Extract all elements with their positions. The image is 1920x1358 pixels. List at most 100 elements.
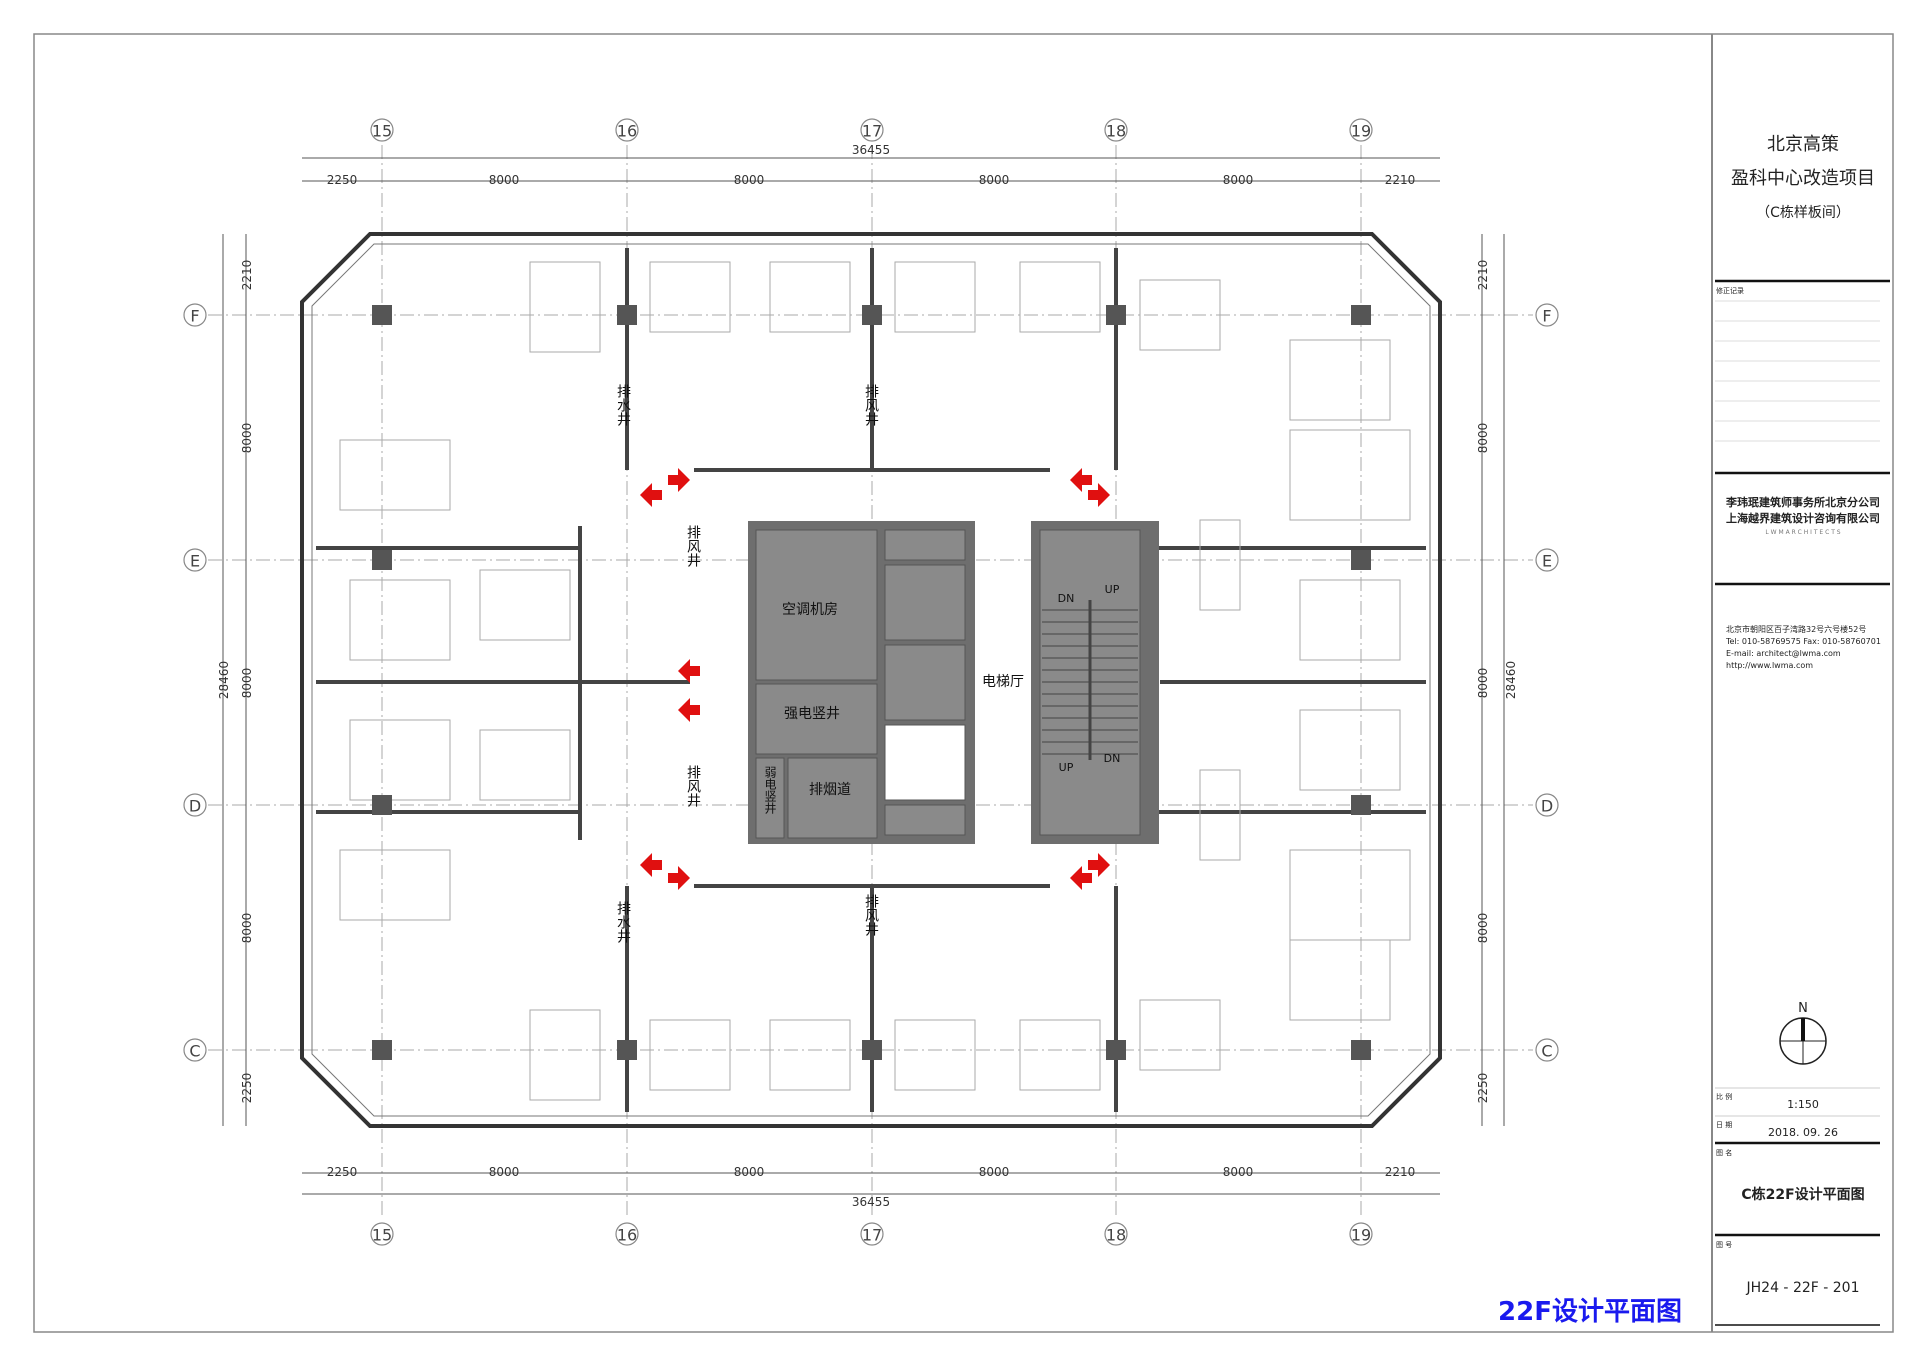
dimension-segment: 8000 — [1223, 173, 1254, 187]
dimension-segment: 2210 — [1385, 173, 1416, 187]
dimension-segment: 8000 — [489, 1165, 520, 1179]
dimension-segment: 2210 — [240, 260, 254, 291]
room-label-exhaust-shaft: 排风井 — [685, 525, 701, 568]
red-arrow-icon — [1070, 468, 1092, 492]
red-arrow-icon — [678, 698, 700, 722]
revision-label: 修正记录 — [1716, 286, 1744, 295]
axis-label-row: D — [189, 797, 201, 816]
axis-label-col: 17 — [862, 1226, 882, 1245]
building-inner-outline — [311, 243, 1431, 1117]
dimension-total: 28460 — [217, 661, 231, 699]
title-block-lines — [1715, 279, 1890, 1326]
axis-label-col: 16 — [617, 122, 637, 141]
plan-title-label: 22F设计平面图 — [1498, 1297, 1682, 1327]
date-label: 日 期 — [1716, 1121, 1732, 1129]
dimension-lines — [222, 157, 1505, 1195]
red-arrow-icon — [1088, 483, 1110, 507]
red-arrow-icon — [640, 853, 662, 877]
address: 北京市朝阳区百子湾路32号六号楼52号 — [1726, 624, 1866, 634]
room-label-elevator-lobby: 电梯厅 — [982, 674, 1024, 690]
sheet-border — [33, 33, 1894, 1333]
north-arrow: N — [1779, 1001, 1827, 1065]
axis-label-row: C — [189, 1042, 200, 1061]
dimension-total: 28460 — [1504, 661, 1518, 699]
room-label-drain-shaft: 排水井 — [615, 384, 631, 427]
drawing-number-label: 图 号 — [1716, 1241, 1732, 1249]
columns — [372, 305, 1371, 1060]
axis-label-col: 17 — [862, 122, 882, 141]
dimension-segment: 2250 — [240, 1073, 254, 1104]
dimension-segment: 8000 — [1476, 668, 1490, 699]
axis-label-col: 19 — [1351, 1226, 1371, 1245]
dimension-segment: 8000 — [734, 173, 765, 187]
axis-label-row: D — [1541, 797, 1553, 816]
furniture — [339, 261, 1411, 1101]
core-stair — [1031, 521, 1159, 844]
room-label-power-shaft: 强电竖井 — [784, 706, 840, 722]
axis-label-col: 19 — [1351, 122, 1371, 141]
stair-label-up: UP — [1059, 761, 1074, 774]
axis-label-row: F — [1542, 307, 1551, 326]
dimension-segment: 2250 — [327, 173, 358, 187]
room-label-exhaust-shaft: 排风井 — [863, 894, 879, 937]
email: E-mail: architect@lwma.com — [1726, 649, 1841, 658]
building-outline — [300, 232, 1442, 1128]
red-arrow-icon — [678, 659, 700, 683]
project-name-line1: 北京高策 — [1767, 134, 1839, 155]
unit-walls — [316, 248, 1426, 1112]
axis-label-row: C — [1541, 1042, 1552, 1061]
date-value: 2018. 09. 26 — [1768, 1126, 1838, 1139]
dimension-segment: 8000 — [979, 173, 1010, 187]
dimension-segment: 2250 — [327, 1165, 358, 1179]
dimension-segment: 2210 — [1476, 260, 1490, 291]
company-line2: 上海越界建筑设计咨询有限公司 — [1726, 511, 1880, 525]
room-label-smoke-exhaust: 排烟道 — [809, 782, 851, 798]
axis-label-col: 18 — [1106, 122, 1126, 141]
company-line1: 李玮珉建筑师事务所北京分公司 — [1725, 495, 1880, 509]
stair-label-dn: DN — [1058, 592, 1075, 605]
dimension-segment: 8000 — [1476, 913, 1490, 944]
dimension-segment: 2250 — [1476, 1073, 1490, 1104]
project-name-line3: （C栋样板间） — [1756, 204, 1850, 221]
red-arrow-icon — [668, 468, 690, 492]
stair-label-up: UP — [1105, 583, 1120, 596]
dimension-segment: 8000 — [1223, 1165, 1254, 1179]
drawing-name-label: 图 名 — [1716, 1148, 1732, 1157]
website: http://www.lwma.com — [1726, 661, 1813, 670]
axis-label-row: E — [190, 552, 200, 571]
dimension-segment: 8000 — [734, 1165, 765, 1179]
red-arrow-icon — [1070, 866, 1092, 890]
dimension-segment: 8000 — [240, 913, 254, 944]
axis-label-row: E — [1542, 552, 1552, 571]
red-arrow-icon — [668, 866, 690, 890]
scale-value: 1:150 — [1787, 1098, 1819, 1111]
core-left — [748, 521, 975, 844]
dimension-total: 36455 — [852, 1195, 890, 1209]
dimension-segment: 8000 — [1476, 423, 1490, 454]
axis-label-col: 16 — [617, 1226, 637, 1245]
axis-label-col: 18 — [1106, 1226, 1126, 1245]
room-label-weak-shaft: 弱电竖井 — [763, 766, 777, 815]
dimension-segment: 2210 — [1385, 1165, 1416, 1179]
scale-label: 比 例 — [1716, 1092, 1732, 1101]
dimension-segment: 8000 — [489, 173, 520, 187]
dimension-segment: 8000 — [240, 668, 254, 699]
red-arrow-icon — [1088, 853, 1110, 877]
room-label-ac-room: 空调机房 — [782, 602, 838, 618]
drawing-name: C栋22F设计平面图 — [1741, 1186, 1864, 1203]
axis-label-col: 15 — [372, 122, 392, 141]
dimension-segment: 8000 — [979, 1165, 1010, 1179]
project-name-line2: 盈科中心改造项目 — [1731, 168, 1875, 189]
axis-bubbles — [183, 118, 1559, 1246]
room-label-drain-shaft: 排水井 — [615, 901, 631, 944]
north-label: N — [1798, 1001, 1808, 1016]
evacuation-arrows — [640, 468, 1110, 890]
dimension-total: 36455 — [852, 143, 890, 157]
axis-label-col: 15 — [372, 1226, 392, 1245]
drawing-number: JH24 - 22F - 201 — [1746, 1280, 1860, 1296]
axis-label-row: F — [190, 307, 199, 326]
room-label-exhaust-shaft: 排风井 — [863, 384, 879, 427]
dimension-segment: 8000 — [240, 423, 254, 454]
company-english: L W M A R C H I T E C T S — [1765, 529, 1840, 536]
